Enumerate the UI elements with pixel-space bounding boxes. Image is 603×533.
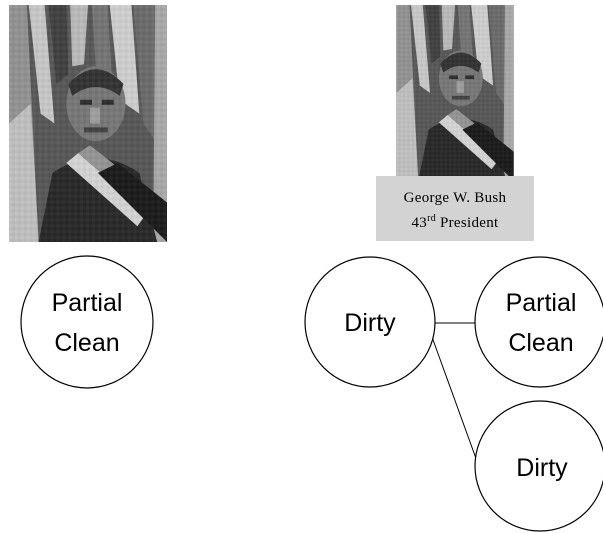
caption-title: 43rd President [411, 213, 499, 231]
caption-box: George W. Bush 43rd President [376, 176, 534, 241]
child-top-node-circle [474, 256, 603, 388]
caption-ordinal-suffix: rd [427, 213, 436, 224]
left-portrait-image [9, 5, 167, 242]
child-top-label-line2: Clean [508, 329, 573, 357]
caption-title-word: President [440, 215, 499, 231]
root-node-circle [304, 256, 436, 388]
left-node-circle [20, 255, 154, 389]
left-node-partial-clean: Partial Clean [20, 255, 154, 389]
caption-background [376, 176, 534, 241]
child-top-label-line1: Partial [506, 289, 577, 317]
right-node-dirty-root: Dirty [304, 256, 436, 388]
edge-dirty-to-dirty [431, 336, 479, 465]
child-bottom-node-circle [474, 400, 603, 532]
caption-name: George W. Bush [404, 190, 507, 206]
root-node-label: Dirty [344, 309, 396, 337]
right-node-dirty-child: Dirty [474, 400, 603, 532]
left-node-label-line1: Partial [52, 289, 123, 317]
right-portrait-image [396, 5, 514, 181]
left-node-label-line2: Clean [54, 329, 119, 357]
right-node-partial-clean: Partial Clean [474, 256, 603, 388]
caption-ordinal-number: 43 [411, 215, 427, 231]
child-bottom-label: Dirty [516, 454, 568, 482]
